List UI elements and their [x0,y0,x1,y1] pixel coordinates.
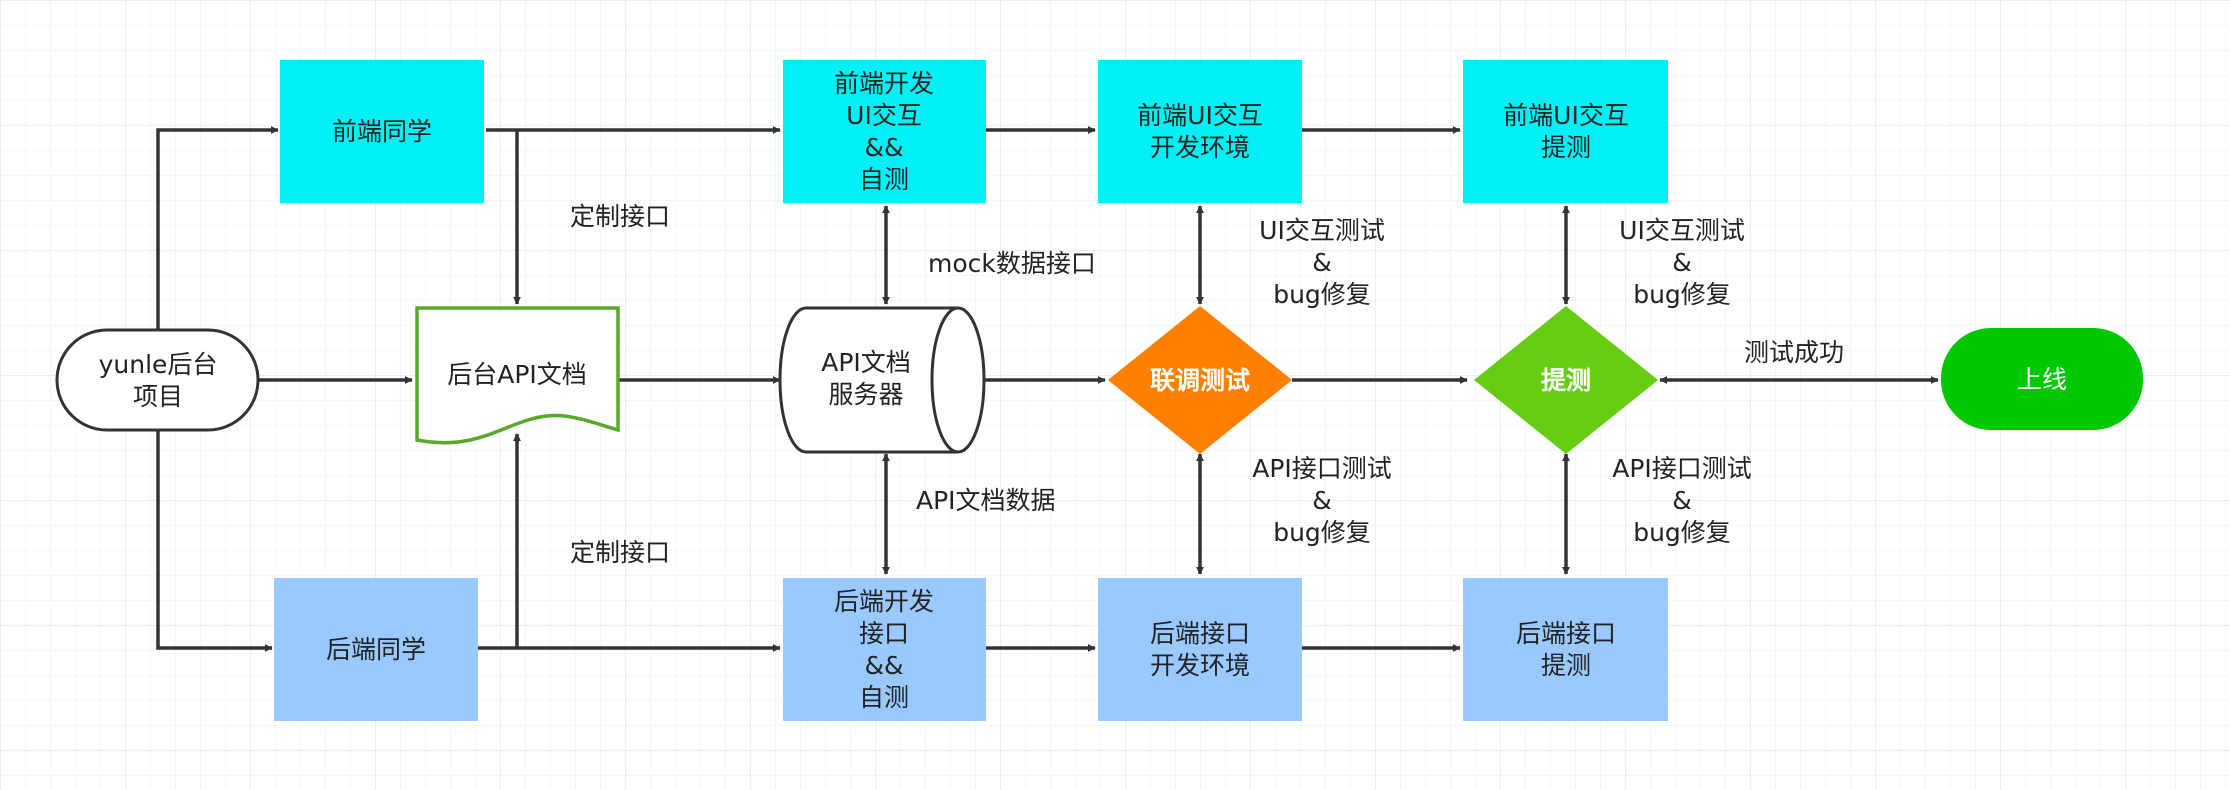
edge-label-api-doc-data: API文档数据 [916,486,1056,515]
node-submit-test[interactable]: 提测 [1474,306,1658,454]
edge-label-ui-test-2: UI交互测试&bug修复 [1619,216,1745,309]
edge-project-backend [156,430,273,652]
node-backend-dev[interactable]: 后端同学 [274,578,478,721]
node-api-server[interactable]: API文档服务器 [778,306,986,454]
node-api-doc-label: 后台API文档 [447,360,587,389]
node-project-label: yunle后台项目 [99,350,218,411]
node-fe-ui-submit-label: 前端UI交互提测 [1503,101,1629,162]
node-fe-ui-env-label: 前端UI交互开发环境 [1137,101,1263,162]
node-project[interactable]: yunle后台项目 [55,328,260,432]
node-api-server-label: API文档服务器 [821,348,911,409]
node-be-api-dev[interactable]: 后端开发接口&&自测 [783,578,986,721]
node-fe-ui-env[interactable]: 前端UI交互开发环境 [1098,60,1302,203]
node-joint-test[interactable]: 联调测试 [1108,306,1292,454]
node-joint-test-label: 联调测试 [1150,366,1250,395]
node-be-api-submit-label: 后端接口提测 [1516,619,1616,680]
edge-label-api-test-1: API接口测试&bug修复 [1252,454,1392,547]
node-be-api-dev-label: 后端开发接口&&自测 [834,587,934,712]
node-be-api-env[interactable]: 后端接口开发环境 [1098,578,1302,721]
node-be-api-env-label: 后端接口开发环境 [1150,619,1250,680]
node-submit-test-label: 提测 [1541,366,1591,395]
node-launch-label: 上线 [2017,365,2067,394]
edge-labels: 定制接口 定制接口 mock数据接口 API文档数据 UI交互测试&bug修复 … [570,202,1844,567]
edge-label-api-test-2: API接口测试&bug修复 [1612,454,1752,547]
node-be-api-submit[interactable]: 后端接口提测 [1463,578,1668,721]
edges [156,126,1939,652]
node-launch[interactable]: 上线 [1941,328,2143,430]
node-backend-dev-label: 后端同学 [326,635,426,664]
edge-label-custom-api-top: 定制接口 [570,202,670,231]
edge-label-custom-api-bottom: 定制接口 [570,538,670,567]
node-frontend-dev-label: 前端同学 [332,117,432,146]
edge-label-test-success: 测试成功 [1744,338,1844,367]
edge-project-frontend [156,126,279,330]
node-api-doc[interactable]: 后台API文档 [415,306,620,445]
edge-label-mock-api: mock数据接口 [928,249,1096,278]
node-frontend-dev[interactable]: 前端同学 [280,60,484,203]
node-fe-ui-submit[interactable]: 前端UI交互提测 [1463,60,1668,203]
edge-label-ui-test-1: UI交互测试&bug修复 [1259,216,1385,309]
